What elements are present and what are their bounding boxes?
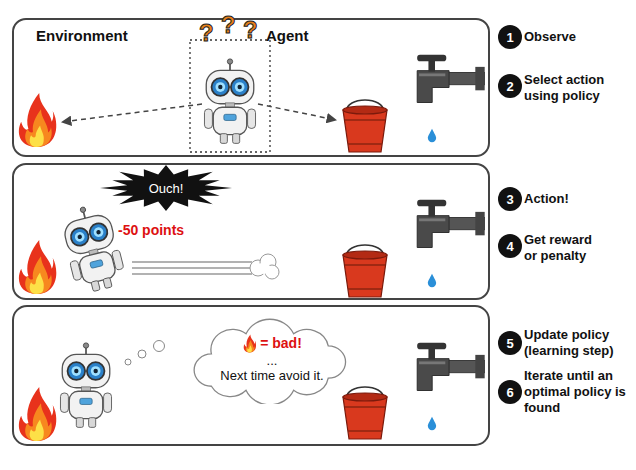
fire-icon [242,334,257,353]
action-panel: -50 points Ouch! [12,163,490,300]
step-number: 6 [498,380,522,404]
question-mark: ? [199,20,214,46]
tap [417,343,485,391]
fire-icon [244,334,256,352]
step-label: Observe [524,29,632,45]
question-mark: ? [243,17,258,43]
burst-content: Ouch! [100,165,232,211]
fire-icon [19,387,56,441]
step-label: Action! [524,191,632,207]
fire-icon [19,93,56,147]
tap [417,55,485,103]
step-number: 3 [498,187,522,211]
observe-arrow [62,104,202,122]
cloud-outline [194,319,345,404]
water-drop [428,129,436,142]
step-label: Update policy (learning step) [524,327,632,359]
callout-number: 3 [506,192,513,207]
exclamation: Ouch! [149,181,184,196]
bucket [343,387,387,439]
robot [204,59,255,143]
question-mark: ? [221,12,236,38]
step-number: 4 [498,234,522,258]
step-number: 5 [498,331,522,355]
motion-lines [132,254,279,279]
thought-cloud: = bad!...Next time avoid it. [182,312,362,404]
ouch-burst: Ouch! [100,165,232,211]
fire-icon [19,240,56,294]
robot [58,201,128,295]
tap [417,200,485,248]
starburst-shape [100,165,232,211]
step-number: 1 [498,25,522,49]
cloud-row: = bad! [242,334,302,353]
step-number: 2 [498,74,522,98]
callout-number: 6 [506,385,513,400]
bucket [343,100,387,152]
cloud-row: Next time avoid it. [220,368,323,383]
callout-number: 5 [506,336,513,351]
thought-text: Next time avoid it. [220,368,323,383]
bucket [343,245,387,297]
panel-heading: Agent [266,27,309,44]
penalty-text: -50 points [118,222,184,238]
panel-frame [13,306,489,445]
callout-number: 1 [506,30,513,45]
cloud-content: = bad!...Next time avoid it. [182,312,362,404]
agent-box [190,40,270,152]
robot [60,343,111,427]
panel-heading: Environment [36,27,128,44]
cloud-row: ... [267,353,278,368]
thought-text: = bad! [260,335,302,351]
step-label: Iterate until an optimal policy is found [524,368,632,416]
callout-number: 2 [506,79,513,94]
thought-text: ... [267,353,278,368]
step-label: Select action using policy [524,72,632,104]
thought-bubbles [125,341,165,366]
observe-arrow [258,104,336,120]
callout-number: 4 [506,239,513,254]
step-label: Get reward or penalty [524,232,606,264]
water-drop [428,274,436,287]
water-drop [428,417,436,430]
